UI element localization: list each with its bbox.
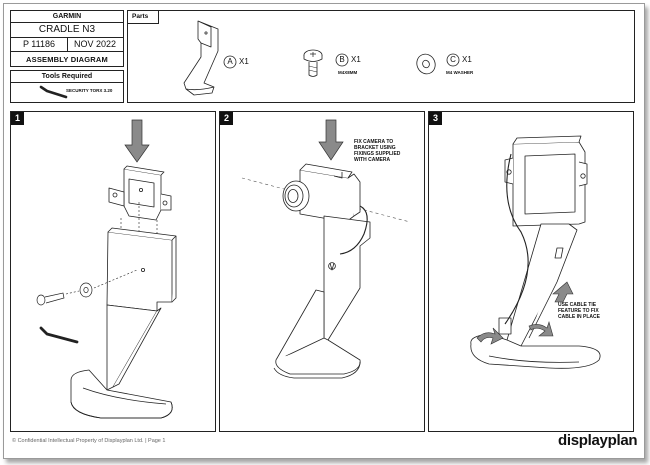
tools-box: Tools Required SECURITY TORX 3.20 <box>10 70 124 103</box>
part-c-qty: X1 <box>462 55 472 64</box>
title-block: GARMIN CRADLE N3 P 11186 NOV 2022 ASSEMB… <box>10 10 124 67</box>
document-type: ASSEMBLY DIAGRAM <box>26 55 108 64</box>
down-arrow-icon <box>318 119 344 161</box>
washer-part-icon <box>416 53 436 75</box>
rotate-right-arrow-icon <box>528 320 554 337</box>
step-3-note-line-1: USE CABLE TIE <box>558 302 597 308</box>
part-a-letter: A <box>227 57 233 66</box>
part-c-letter-icon <box>446 53 460 67</box>
brand-name: GARMIN <box>52 13 82 20</box>
step-3-number: 3 <box>429 112 442 125</box>
rotate-left-arrow-icon <box>476 327 504 345</box>
part-b-letter: B <box>339 55 345 64</box>
step-2-note-line-3: FIXINGS SUPPLIED <box>354 151 401 157</box>
part-b-desc: M4X8MM <box>338 70 358 75</box>
displayplan-logo: displayplan <box>558 432 638 449</box>
down-arrow-icon <box>124 119 150 163</box>
cable-guide-arrow-icon <box>552 281 574 303</box>
step-1-illustration <box>36 119 177 419</box>
step-3-note-line-2: FEATURE TO FIX <box>558 308 599 314</box>
part-number: P 11186 <box>22 39 56 49</box>
part-c-desc: M4 WASHER <box>446 70 474 75</box>
step-2-note-line-2: BRACKET USING <box>354 145 396 151</box>
step-3-panel: 3 USE CABLE TIE FEATURE TO FIX CABLE IN … <box>428 111 634 432</box>
step-2-number: 2 <box>220 112 233 125</box>
step-1-panel: 1 <box>10 111 216 432</box>
step-3-note-line-3: CABLE IN PLACE <box>558 314 600 320</box>
part-c-letter: C <box>450 55 456 64</box>
product-name: CRADLE N3 <box>38 24 96 35</box>
step-2-illustration <box>241 119 411 379</box>
step-3-illustration <box>470 135 601 369</box>
document-date: NOV 2022 <box>73 39 117 49</box>
tool-name: SECURITY TORX 3.20 <box>66 88 113 93</box>
step-2-panel: 2 FIX CAMERA TO BRACKET USING FIXINGS SU… <box>219 111 425 432</box>
part-b-letter-icon <box>335 53 349 67</box>
screw-part-icon <box>303 49 323 77</box>
bracket-part-icon <box>183 20 219 96</box>
parts-heading: Parts <box>132 13 149 20</box>
torx-key-icon <box>39 85 68 99</box>
part-a-letter-icon <box>223 55 237 69</box>
step-1-number: 1 <box>11 112 24 125</box>
torx-key-icon <box>39 326 79 344</box>
part-b-qty: X1 <box>351 55 361 64</box>
footer-copyright: © Confidential Intellectual Property of … <box>12 438 166 444</box>
step-2-note-line-1: FIX CAMERA TO <box>354 139 394 145</box>
part-a-qty: X1 <box>239 57 249 66</box>
tools-heading: Tools Required <box>41 73 93 80</box>
parts-box: Parts A X1 B X1 M4X8MM C X1 <box>127 10 635 103</box>
step-2-note-line-4: WITH CAMERA <box>354 157 391 163</box>
